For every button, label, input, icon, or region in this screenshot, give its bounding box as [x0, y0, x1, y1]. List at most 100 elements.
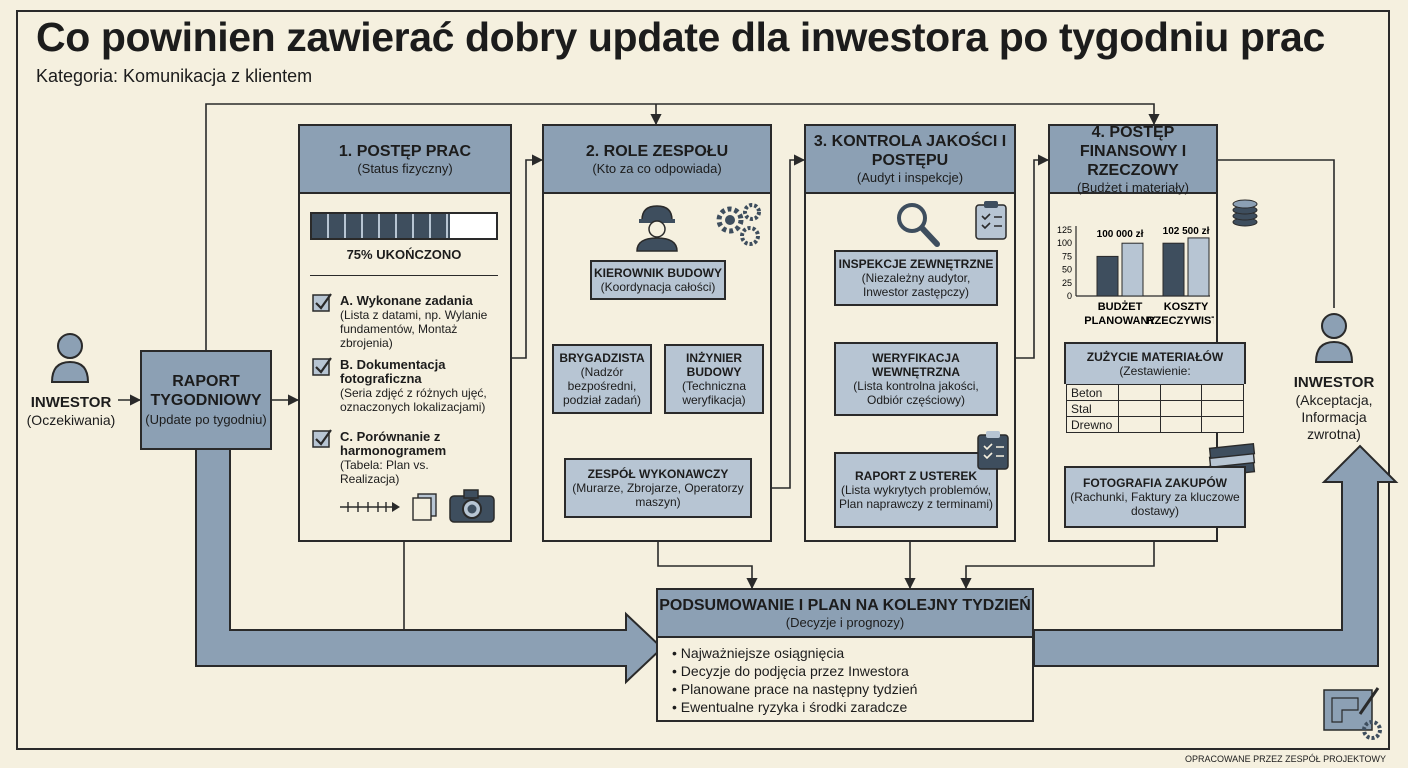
summary-title: PODSUMOWANIE I PLAN NA KOLEJNY TYDZIEŃ [659, 596, 1031, 614]
role-site-manager-title: KIEROWNIK BUDOWY [594, 266, 722, 280]
task-completed-title: A. Wykonane zadania [340, 293, 473, 308]
role-engineer-desc: (Techniczna weryfikacja) [681, 379, 747, 407]
panel2-header: 2. ROLE ZESPOŁU (Kto za co odpowiada) [544, 126, 770, 194]
role-site-manager-desc: (Koordynacja całości) [600, 280, 716, 294]
clipboard-icon [977, 431, 1009, 470]
investor-right-label: INWESTOR [1293, 374, 1375, 391]
progress-bar [310, 212, 498, 240]
role-engineer: INŻYNIER BUDOWY (Techniczna weryfikacja) [664, 344, 764, 414]
summary-header: PODSUMOWANIE I PLAN NA KOLEJNY TYDZIEŃ (… [658, 590, 1032, 638]
panel-work-progress: 1. POSTĘP PRAC (Status fizyczny) [298, 124, 512, 542]
role-crew: ZESPÓŁ WYKONAWCZY (Murarze, Zbrojarze, O… [564, 458, 752, 518]
documents-icon [412, 493, 437, 521]
timeline-icon [340, 502, 400, 512]
progress-label: 75% UKOŃCZONO [346, 247, 462, 262]
material-name: Stal [1066, 400, 1119, 417]
materials-usage-title: ZUŻYCIE MATERIAŁÓW [1086, 350, 1224, 364]
data-label: 102 500 zł [1163, 226, 1210, 237]
role-site-manager: KIEROWNIK BUDOWY (Koordynacja całości) [590, 260, 726, 300]
table-row: Stal [1066, 400, 1244, 417]
y-tick-label: 125 [1057, 225, 1072, 235]
defects-report-title: RAPORT Z USTEREK [854, 469, 977, 483]
coins-icon [1232, 199, 1258, 227]
budget-chart: 0 25 50 75 100 125 100 000 zł BUDŻET PLANOWANY 10… [1057, 225, 1214, 327]
internal-verification-title: WERYFIKACJA WEWNĘTRZNA [872, 351, 960, 379]
external-inspections: INSPEKCJE ZEWNĘTRZNE (Niezależny audytor… [834, 250, 998, 306]
task-schedule-desc: (Tabela: Plan vs. Realizacja) [340, 458, 429, 486]
role-crew-desc: (Murarze, Zbrojarze, Operatorzy maszyn) [572, 481, 744, 509]
panel2-sub: (Kto za co odpowiada) [592, 160, 722, 176]
bar [1121, 242, 1144, 297]
magnifier-icon [897, 203, 940, 247]
role-foreman: BRYGADZISTA (Nadzór bezpośredni, podział… [552, 344, 652, 414]
external-inspections-title: INSPEKCJE ZEWNĘTRZNE [838, 257, 994, 271]
panel4-header: 4. POSTĘP FINANSOWY I RZECZOWY (Budżet i… [1050, 124, 1216, 195]
y-tick-label: 75 [1062, 251, 1072, 261]
y-tick-label: 0 [1067, 291, 1072, 301]
internal-verification: WERYFIKACJA WEWNĘTRZNA (Lista kontrolna … [834, 342, 998, 416]
x-tick-label: RZECZYWISTE [1147, 315, 1214, 327]
role-foreman-title: BRYGADZISTA [559, 351, 645, 365]
page-title: Co powinien zawierać dobry update dla in… [36, 14, 1325, 60]
bar [1162, 242, 1185, 297]
panel3-header: 3. KONTROLA JAKOŚCI I POSTĘPU (Audyt i i… [806, 126, 1014, 194]
camera-icon [449, 489, 495, 523]
purchase-photos-title: FOTOGRAFIA ZAKUPÓW [1083, 476, 1227, 490]
clipboard-icon [975, 201, 1007, 240]
x-tick-label: KOSZTY [1164, 301, 1209, 313]
table-row: Drewno [1066, 416, 1244, 433]
investor-right-sub: (Akceptacja, Informacja zwrotna) [1295, 392, 1373, 442]
construction-worker-icon [636, 205, 678, 252]
y-tick-label: 25 [1062, 278, 1072, 288]
y-tick-label: 100 [1057, 238, 1072, 248]
defects-report: RAPORT Z USTEREK (Lista wykrytych proble… [834, 452, 998, 528]
panel1-title: 1. POSTĘP PRAC [338, 142, 472, 160]
list-item: Ewentualne ryzyka i środki zaradcze [672, 698, 1032, 716]
checkbox-checked-icon [312, 429, 332, 448]
y-tick-label: 50 [1062, 265, 1072, 275]
x-tick-label: BUDŻET [1098, 300, 1143, 313]
summary-panel: PODSUMOWANIE I PLAN NA KOLEJNY TYDZIEŃ (… [656, 588, 1034, 722]
panel1-sub: (Status fizyczny) [357, 160, 453, 176]
investor-left: INWESTOR (Oczekiwania) [22, 394, 120, 429]
role-engineer-title: INŻYNIER BUDOWY [685, 351, 742, 379]
person-icon [50, 333, 90, 383]
list-item: Planowane prace na następny tydzień [672, 680, 1032, 698]
page-subtitle: Kategoria: Komunikacja z klientem [36, 66, 313, 86]
role-crew-title: ZESPÓŁ WYKONAWCZY [587, 467, 729, 481]
material-name: Beton [1066, 384, 1119, 401]
bar [1187, 237, 1210, 297]
materials-usage-desc: (Zestawienie: [1119, 364, 1191, 378]
investor-left-sub: (Oczekiwania) [26, 412, 116, 428]
task-photos-desc: (Seria zdjęć z różnych ujęć, oznaczonych… [340, 386, 487, 414]
data-label: 100 000 zł [1097, 229, 1144, 240]
task-completed-desc: (Lista z datami, np. Wylanie fundamentów… [340, 308, 488, 350]
x-tick-label: PLANOWANY [1084, 315, 1156, 327]
divider [310, 275, 498, 276]
defects-report-desc: (Lista wykrytych problemów, Plan naprawc… [838, 483, 994, 511]
investor-right: INWESTOR (Akceptacja, Informacja zwrotna… [1290, 374, 1378, 443]
panel4-sub: (Budżet i materiały) [1077, 179, 1189, 195]
list-item: Najważniejsze osiągnięcia [672, 644, 1032, 662]
progress-fill [312, 214, 450, 238]
table-row: Beton [1066, 384, 1244, 401]
task-completed: A. Wykonane zadania (Lista z datami, np.… [340, 293, 504, 351]
task-schedule: C. Porównanie z harmonogramem (Tabela: P… [340, 429, 490, 487]
summary-sub: (Decyzje i prognozy) [785, 614, 905, 630]
outer-frame [16, 10, 1390, 750]
report-box: RAPORT TYGODNIOWY (Update po tygodniu) [140, 350, 272, 450]
report-label: RAPORT TYGODNIOWY [150, 373, 262, 409]
material-name: Drewno [1066, 416, 1119, 433]
purchase-photos: FOTOGRAFIA ZAKUPÓW (Rachunki, Faktury za… [1064, 466, 1246, 528]
task-schedule-title: C. Porównanie z harmonogramem [340, 429, 447, 458]
task-photos: B. Dokumentacja fotograficzna (Seria zdj… [340, 358, 506, 415]
panel3-title: 3. KONTROLA JAKOŚCI I POSTĘPU [813, 133, 1007, 169]
blueprint-icon [1323, 687, 1382, 740]
report-sub: (Update po tygodniu) [145, 412, 267, 427]
panel2-title: 2. ROLE ZESPOŁU [585, 142, 729, 160]
checkbox-checked-icon [312, 357, 332, 376]
internal-verification-desc: (Lista kontrolna jakości, Odbiór częścio… [853, 379, 979, 407]
summary-list: Najważniejsze osiągnięcia Decyzje do pod… [658, 638, 1032, 716]
checkbox-checked-icon [312, 293, 332, 312]
panel3-sub: (Audyt i inspekcje) [856, 170, 964, 185]
